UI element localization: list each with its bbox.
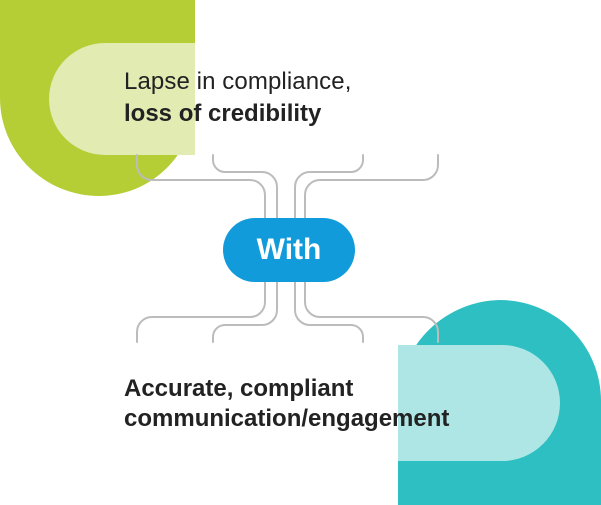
top-statement-line2: loss of credibility <box>124 100 322 127</box>
center-pill: With <box>223 218 355 282</box>
top-light-blob <box>49 43 195 155</box>
top-statement-line1: Lapse in compliance, <box>124 68 352 95</box>
connector-bottom-left-outer <box>136 281 266 343</box>
connector-top-left-outer <box>136 154 266 219</box>
connector-top-right-outer <box>304 154 439 219</box>
bottom-statement-line2: communication/engagement <box>124 405 450 432</box>
bottom-statement-line1: Accurate, compliant <box>124 375 354 402</box>
connector-bottom-right-inner <box>294 281 364 343</box>
connector-top-right-inner <box>294 154 364 219</box>
bottom-light-blob <box>398 345 560 461</box>
connector-bottom-right-outer <box>304 281 439 343</box>
center-label: With <box>256 233 322 266</box>
connector-bottom-left-inner <box>212 281 278 343</box>
connector-lines <box>136 154 439 343</box>
connector-top-left-inner <box>212 154 278 219</box>
